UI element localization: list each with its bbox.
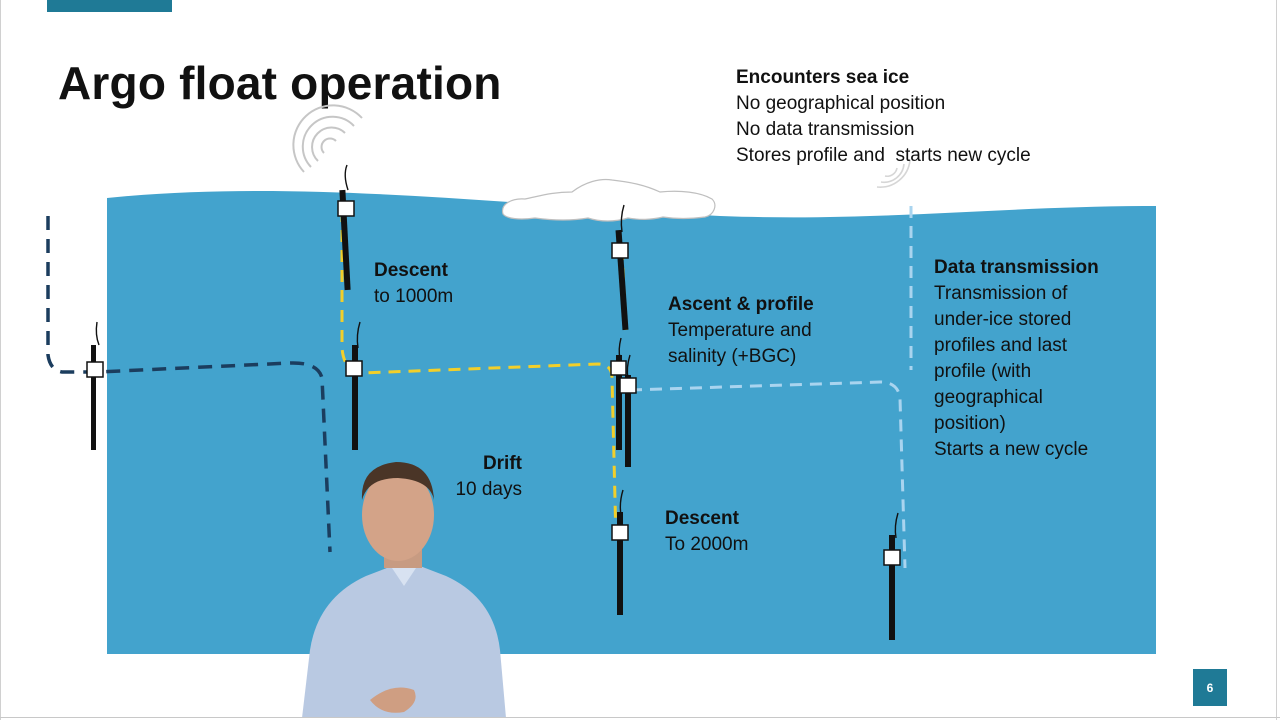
label-transmission-line-3: profiles and last bbox=[934, 335, 1068, 356]
slide-title: Argo float operation bbox=[58, 57, 502, 109]
sea-ice-floe bbox=[501, 178, 716, 222]
label-transmission-line-5: geographical bbox=[934, 387, 1043, 408]
path-drift-dark bbox=[46, 216, 332, 553]
float-5 bbox=[610, 337, 627, 450]
slide-right-border bbox=[1276, 0, 1277, 720]
label-descent-1000-body: to 1000m bbox=[374, 286, 454, 307]
float-8 bbox=[883, 512, 901, 640]
label-ascent-heading: Ascent & profile bbox=[668, 294, 814, 315]
label-drift-heading: Drift bbox=[482, 453, 522, 474]
label-transmission-line-1: Transmission of bbox=[934, 283, 1068, 304]
presenter-video bbox=[302, 462, 506, 718]
top-accent-bar bbox=[47, 0, 172, 12]
label-sea-ice-line-3: Stores profile and starts new cycle bbox=[736, 145, 1031, 166]
signal-icon-left bbox=[292, 104, 363, 173]
path-transmission-light bbox=[629, 206, 913, 569]
label-transmission-line-2: under-ice stored bbox=[934, 309, 1072, 330]
label-ascent-line-2: salinity (+BGC) bbox=[668, 346, 797, 367]
page-number: 6 bbox=[1193, 669, 1227, 706]
label-descent-2000-heading: Descent bbox=[665, 508, 739, 529]
float-2 bbox=[337, 164, 355, 291]
float-1 bbox=[86, 321, 104, 450]
float-7 bbox=[611, 489, 629, 615]
label-descent-1000: Descent to 1000m bbox=[374, 258, 453, 310]
label-sea-ice: Encounters sea ice No geographical posit… bbox=[736, 65, 1031, 169]
float-4 bbox=[611, 204, 629, 331]
label-sea-ice-heading: Encounters sea ice bbox=[736, 67, 910, 88]
label-sea-ice-line-1: No geographical position bbox=[736, 93, 946, 114]
label-transmission-line-6: position) bbox=[934, 413, 1006, 434]
label-descent-2000-body: To 2000m bbox=[665, 534, 749, 555]
label-data-transmission: Data transmission Transmission of under-… bbox=[934, 255, 1099, 463]
label-descent-2000: Descent To 2000m bbox=[665, 506, 748, 558]
label-drift: Drift 10 days bbox=[448, 451, 522, 503]
label-sea-ice-line-2: No data transmission bbox=[736, 119, 915, 140]
label-transmission-heading: Data transmission bbox=[934, 257, 1099, 278]
label-descent-1000-heading: Descent bbox=[374, 260, 448, 281]
signal-icon-right bbox=[876, 159, 911, 188]
slide-bottom-border bbox=[0, 717, 1280, 718]
label-ascent-line-1: Temperature and bbox=[668, 320, 812, 341]
slide-left-border bbox=[0, 0, 1, 720]
label-transmission-line-7: Starts a new cycle bbox=[934, 439, 1089, 460]
float-3 bbox=[345, 321, 363, 450]
label-drift-body: 10 days bbox=[455, 479, 522, 500]
label-transmission-line-4: profile (with bbox=[934, 361, 1032, 382]
float-6 bbox=[619, 354, 637, 467]
label-ascent-profile: Ascent & profile Temperature and salinit… bbox=[668, 292, 814, 370]
